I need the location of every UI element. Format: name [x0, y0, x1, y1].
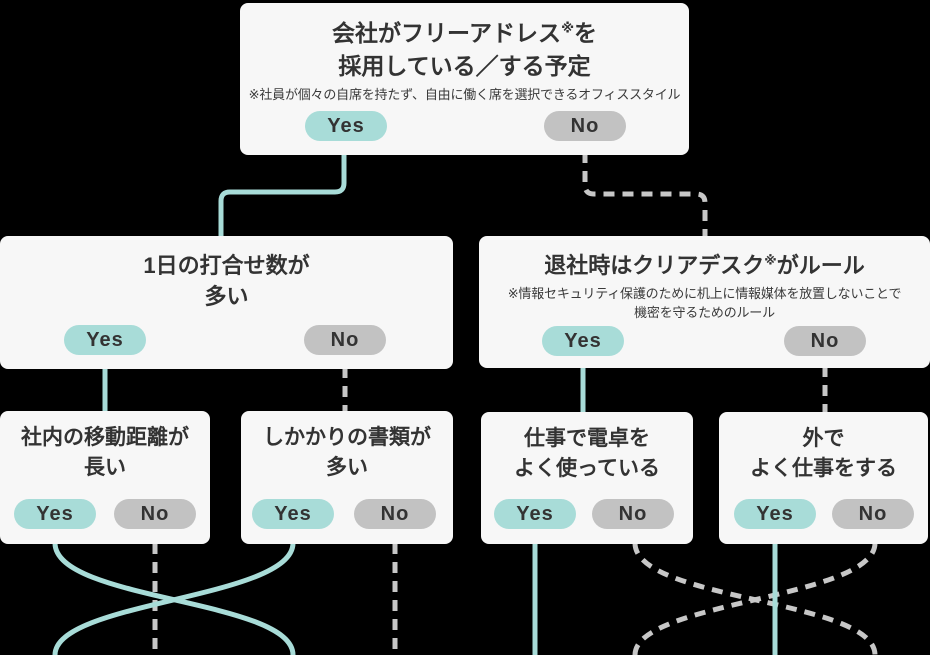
- root-title-ref-mark: ※: [561, 20, 575, 36]
- work-outside-yes-button[interactable]: Yes: [734, 499, 816, 529]
- clear-desk-title-main: 退社時はクリアデスク: [544, 253, 765, 278]
- clear-desk-no-button[interactable]: No: [784, 326, 866, 356]
- walking-distance-question-title: 社内の移動距離が長い: [0, 411, 210, 484]
- root-title-line2: 採用している／する予定: [338, 52, 591, 79]
- node-clear-desk-question: 退社時はクリアデスク※がルール ※情報セキュリティ保護のために机上に情報媒体を放…: [479, 236, 930, 368]
- clear-desk-note-line1: ※情報セキュリティ保護のために机上に情報媒体を放置しないことで: [507, 286, 902, 302]
- clear-desk-yes-button[interactable]: Yes: [542, 326, 624, 356]
- calculator-title-line1: 仕事で電卓を: [524, 427, 650, 450]
- calculator-question-title: 仕事で電卓をよく使っている: [481, 412, 693, 485]
- clear-desk-title-ref-mark: ※: [764, 252, 777, 268]
- clear-desk-title-tail: がルール: [776, 253, 865, 278]
- meetings-no-button[interactable]: No: [304, 325, 386, 355]
- root-question-note: ※社員が個々の自席を持たず、自由に働く席を選択できるオフィススタイル: [248, 87, 681, 103]
- node-pending-documents-question: しかかりの書類が多い Yes No: [241, 411, 453, 544]
- node-root-question: 会社がフリーアドレス※を採用している／する予定 ※社員が個々の自席を持たず、自由…: [240, 3, 689, 155]
- pending-documents-title-line1: しかかりの書類が: [263, 426, 431, 449]
- meetings-question-title: 1日の打合せ数が多い: [0, 236, 453, 312]
- root-title-main: 会社がフリーアドレス: [331, 20, 562, 46]
- root-question-title: 会社がフリーアドレス※を採用している／する予定: [240, 3, 689, 82]
- meetings-title-line1: 1日の打合せ数が: [143, 253, 310, 278]
- walking-distance-title-line2: 長い: [84, 456, 126, 480]
- pending-documents-question-title: しかかりの書類が多い: [241, 411, 453, 484]
- work-outside-title-line1: 外で: [802, 427, 845, 450]
- node-walking-distance-question: 社内の移動距離が長い Yes No: [0, 411, 210, 544]
- connector-root-yes: [218, 152, 347, 238]
- clear-desk-note-line2: 機密を守るためのルール: [634, 305, 775, 321]
- root-title-tail: を: [574, 20, 598, 46]
- meetings-yes-button[interactable]: Yes: [64, 325, 146, 355]
- clear-desk-question-note: ※情報セキュリティ保護のために机上に情報媒体を放置しないことで機密を守るためのル…: [479, 285, 930, 323]
- work-outside-question-title: 外でよく仕事をする: [719, 412, 928, 485]
- work-outside-title-line2: よく仕事をする: [750, 457, 897, 481]
- connector-work-outside-no-crossing: [632, 542, 878, 655]
- calculator-yes-button[interactable]: Yes: [494, 499, 576, 529]
- work-outside-no-button[interactable]: No: [832, 499, 914, 529]
- root-yes-button[interactable]: Yes: [305, 111, 387, 141]
- walking-distance-title-line1: 社内の移動距離が: [21, 426, 189, 449]
- walking-distance-no-button[interactable]: No: [114, 499, 196, 529]
- node-calculator-question: 仕事で電卓をよく使っている Yes No: [481, 412, 693, 544]
- node-work-outside-question: 外でよく仕事をする Yes No: [719, 412, 928, 544]
- clear-desk-question-title: 退社時はクリアデスク※がルール: [479, 236, 930, 281]
- pending-documents-yes-button[interactable]: Yes: [252, 499, 334, 529]
- root-no-button[interactable]: No: [544, 111, 626, 141]
- node-meetings-question: 1日の打合せ数が多い Yes No: [0, 236, 453, 369]
- walking-distance-yes-button[interactable]: Yes: [14, 499, 96, 529]
- pending-documents-no-button[interactable]: No: [354, 499, 436, 529]
- calculator-title-line2: よく使っている: [514, 457, 660, 481]
- calculator-no-button[interactable]: No: [592, 499, 674, 529]
- meetings-title-line2: 多い: [204, 284, 249, 310]
- pending-documents-title-line2: 多い: [326, 456, 368, 480]
- connector-root-no: [582, 152, 708, 238]
- connector-pending-documents-yes-crossing: [52, 542, 296, 655]
